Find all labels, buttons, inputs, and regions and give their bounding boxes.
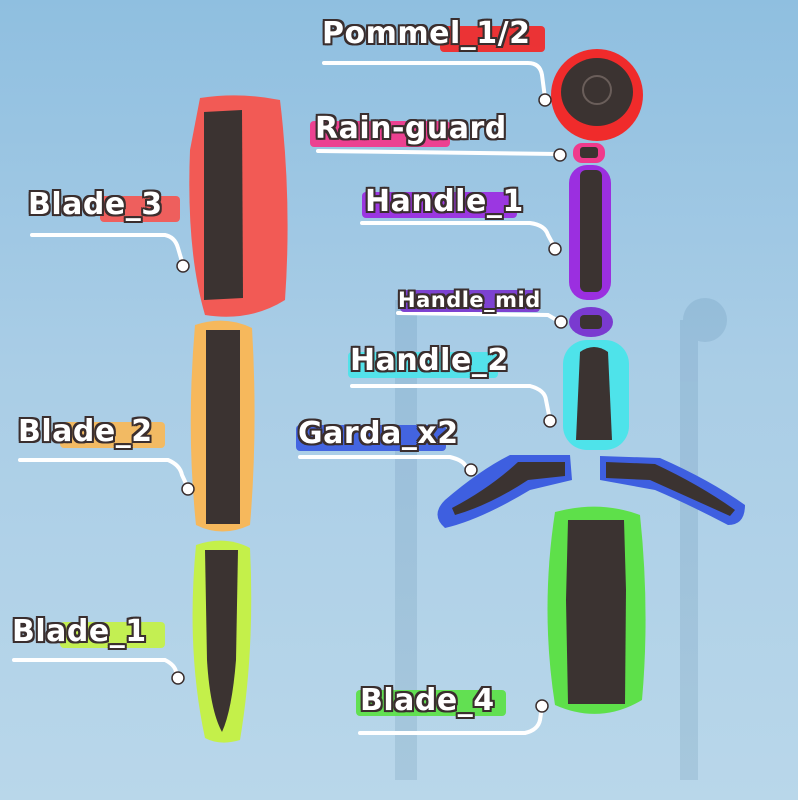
garda-label-highlight <box>296 425 446 451</box>
pommel-part <box>561 58 633 126</box>
blade-3-label: Blade_3 <box>28 187 163 222</box>
garda-right-part <box>606 462 735 516</box>
pommel-emblem-icon <box>582 75 612 105</box>
blade-1-label-highlight <box>60 622 165 648</box>
blade-4-label: Blade_4 <box>360 683 495 718</box>
blade-4-part <box>566 520 626 704</box>
handle-2-label-highlight <box>348 352 498 378</box>
handle-2-part <box>576 347 612 440</box>
blade-2-part <box>206 330 240 524</box>
rain-guard-part <box>580 147 598 158</box>
handle-1-label-highlight <box>362 192 517 218</box>
blade-3-part <box>204 110 243 300</box>
rain-guard-label-highlight <box>310 121 450 147</box>
pommel-label-highlight <box>440 26 545 52</box>
pommel-label: Pommel_1/2 <box>322 16 531 51</box>
handle-2-label: Handle_2 <box>350 343 509 378</box>
blade-1-label: Blade_1 <box>12 614 147 649</box>
handle-mid-label: Handle_mid <box>398 288 541 312</box>
handle-mid-label-highlight <box>400 290 540 312</box>
garda-label: Garda_x2 <box>298 416 459 451</box>
rain-guard-label: Rain-guard <box>315 111 507 146</box>
leader-dots <box>171 93 568 713</box>
handle-1-label: Handle_1 <box>365 184 524 219</box>
blade-4-label-highlight <box>356 690 506 716</box>
blade-2-label: Blade_2 <box>18 414 153 449</box>
blade-3-label-highlight <box>100 196 180 222</box>
handle-1-part <box>580 170 602 292</box>
blade-2-label-highlight <box>60 422 165 448</box>
handle-mid-part <box>580 315 602 329</box>
garda-left-part <box>452 462 565 515</box>
blade-1-part <box>205 550 238 732</box>
background-sword-silhouette <box>395 298 727 780</box>
